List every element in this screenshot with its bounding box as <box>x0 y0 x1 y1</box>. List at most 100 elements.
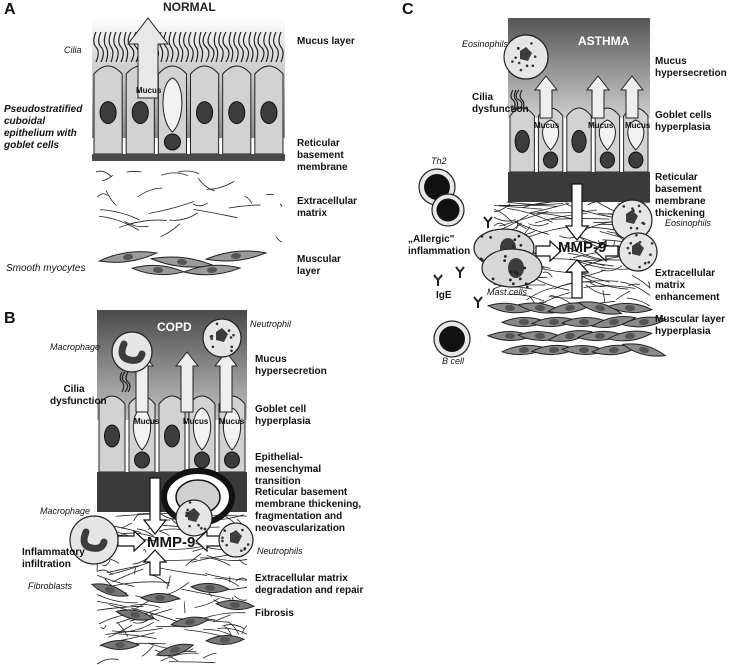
ecm-fibre <box>217 627 248 635</box>
ecm-fibre <box>161 172 189 177</box>
myocyte-nucleus <box>579 346 589 354</box>
panel-c-title: ASTHMA <box>578 34 630 48</box>
eosinophil-cell <box>618 232 658 272</box>
smooth-myocyte <box>204 635 246 645</box>
panel-a-normal <box>92 17 285 276</box>
myocyte-nucleus <box>230 601 240 609</box>
cilium <box>278 31 284 63</box>
granule <box>626 246 630 250</box>
ecm-fibre <box>177 170 200 175</box>
panel-c-epithelium <box>509 75 649 173</box>
ecm-fibre <box>585 284 611 296</box>
granule <box>517 61 521 65</box>
ecm-fibre <box>96 569 113 576</box>
b-cell-nucleus <box>439 326 465 352</box>
granule <box>622 205 626 208</box>
cilium <box>273 31 279 63</box>
panel-b-macrophage-top-label: Macrophage <box>50 342 101 352</box>
nucleus <box>599 151 616 169</box>
ige-antibody <box>455 266 465 278</box>
panel-b-neutrophils-label: Neutrophils <box>257 546 303 556</box>
ecm-fibre <box>166 575 171 589</box>
myocyte-nucleus <box>639 346 649 354</box>
panel-c-muscular-layer <box>486 301 668 357</box>
granule <box>241 528 244 532</box>
smooth-myocyte <box>620 316 668 328</box>
ecm-fibre <box>529 202 570 214</box>
ecm-fibre <box>562 280 619 287</box>
panel-c-allergic-label: „Allergic" inflammation <box>408 234 471 257</box>
ecm-fibre <box>160 652 199 662</box>
nucleus <box>224 451 240 469</box>
cilium <box>228 31 234 63</box>
ecm-fibre <box>160 513 175 520</box>
granule <box>515 272 519 276</box>
granule <box>229 336 233 339</box>
smooth-myocyte <box>115 609 155 621</box>
granule <box>637 204 641 208</box>
cilium <box>515 89 523 111</box>
nucleus <box>194 451 210 469</box>
eosinophil-cell <box>611 199 653 241</box>
ecm-fibre <box>116 622 129 637</box>
panel-c-mucus-label: Mucus hypersecretion <box>655 56 727 79</box>
ecm-fibre <box>233 595 248 601</box>
ecm-fibre <box>498 210 549 227</box>
granule <box>508 278 512 282</box>
ecm-fibre <box>96 600 128 608</box>
ecm-fibre <box>235 577 248 582</box>
myocyte-nucleus <box>220 636 230 644</box>
goblet-vacuole <box>192 407 212 451</box>
smooth-myocyte <box>182 264 242 276</box>
cilium <box>163 31 169 63</box>
ecm-fibre <box>601 265 623 272</box>
cilium <box>519 89 525 111</box>
myocyte-nucleus <box>130 611 140 619</box>
panel-b-inflammatory-label: Inflammatory infiltration <box>22 547 85 570</box>
panel-c-basement-label: Reticular basement membrane thickening <box>655 172 706 219</box>
myocyte-nucleus <box>595 304 605 312</box>
smooth-myocyte <box>189 582 231 594</box>
ecm-fibre <box>228 621 240 635</box>
granule <box>628 251 631 255</box>
ecm-fibre <box>101 559 111 567</box>
ecm-fibre <box>203 652 217 659</box>
myocyte-nucleus <box>549 346 559 354</box>
panel-b-copd <box>90 310 256 665</box>
cilium <box>263 31 269 63</box>
granule <box>210 334 214 338</box>
ecm-fibre <box>565 203 609 217</box>
ecm-fibre <box>129 608 173 622</box>
panel-b-fibrosis-label: Fibrosis <box>255 608 294 619</box>
panel-c-ige-label: IgE <box>436 290 452 301</box>
cilium <box>198 31 204 63</box>
mucus-arrow <box>533 75 559 119</box>
granule <box>221 539 224 543</box>
granule <box>511 60 514 63</box>
ecm-fibre <box>160 223 181 237</box>
ecm-fibre <box>97 193 108 198</box>
ecm-fibre <box>111 627 163 632</box>
granule <box>638 240 642 244</box>
granule <box>513 238 517 242</box>
ecm-fibre <box>194 597 220 608</box>
granule <box>246 543 250 546</box>
nucleus <box>131 101 149 125</box>
granule <box>525 64 529 68</box>
mucus-arrow <box>174 351 200 413</box>
granule <box>519 243 523 247</box>
myocyte-nucleus <box>207 266 217 274</box>
panel-c-cilia <box>510 89 525 111</box>
panel-c-eosinophils-top-label: Eosinophils <box>462 39 509 49</box>
panel-c-mucus-text-2: Mucus <box>588 121 614 130</box>
myocyte-nucleus <box>231 252 241 260</box>
ecm-fibre <box>493 216 516 222</box>
panel-a-mucus-arrow <box>126 17 170 99</box>
ecm-fibre <box>167 581 190 595</box>
granule <box>480 234 484 238</box>
nucleus <box>543 151 559 169</box>
smooth-myocyte <box>606 330 654 342</box>
panel-a-myocytes-label: Smooth myocytes <box>6 263 86 274</box>
nucleus <box>514 129 530 153</box>
cilium <box>268 31 274 63</box>
